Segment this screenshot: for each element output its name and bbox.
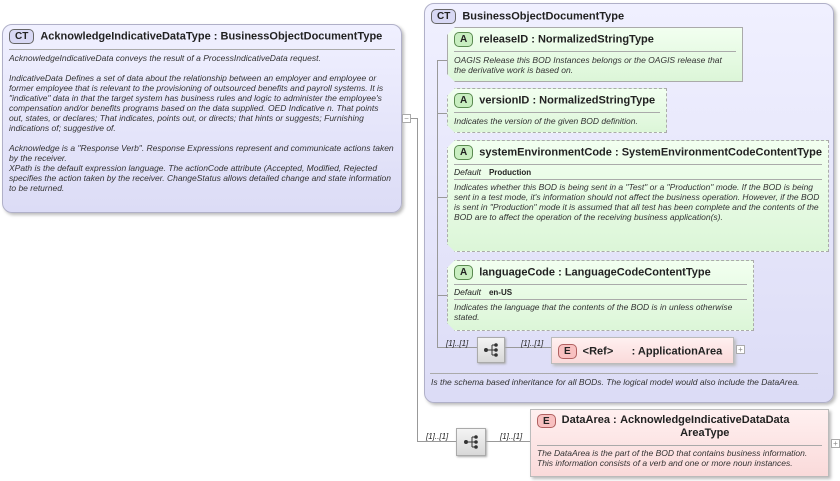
expand-toggle[interactable]: + [831,439,840,448]
attribute-badge: A [454,145,473,160]
cardinality-label: [1]..[1] [426,432,449,441]
element-badge: E [537,414,556,428]
sequence-icon[interactable] [477,337,505,363]
cardinality-label: [1]..[1] [521,339,544,348]
ct-badge-expand-icon[interactable]: CT [9,29,35,44]
collapse-toggle[interactable]: − [402,114,411,123]
type-name: AcknowledgeIndicativeDataType [40,30,211,43]
base-type-name: BusinessObjectDocumentType [220,30,383,43]
attribute-badge: A [454,265,473,280]
ct-badge: CT [431,9,457,24]
sequence-icon[interactable] [456,428,486,456]
attribute-badge: A [454,32,473,47]
expand-toggle[interactable]: + [736,345,745,354]
cardinality-label: [1]..[1] [446,339,469,348]
base-type-description: Is the schema based inheritance for all … [431,377,800,387]
attribute-badge: A [454,93,473,108]
element-badge: E [558,344,577,359]
element-application-area[interactable]: E<Ref> : ApplicationArea [551,337,734,364]
cardinality-label: [1]..[1] [500,432,523,441]
type-description: AcknowledgeIndicativeData conveys the re… [9,53,394,193]
